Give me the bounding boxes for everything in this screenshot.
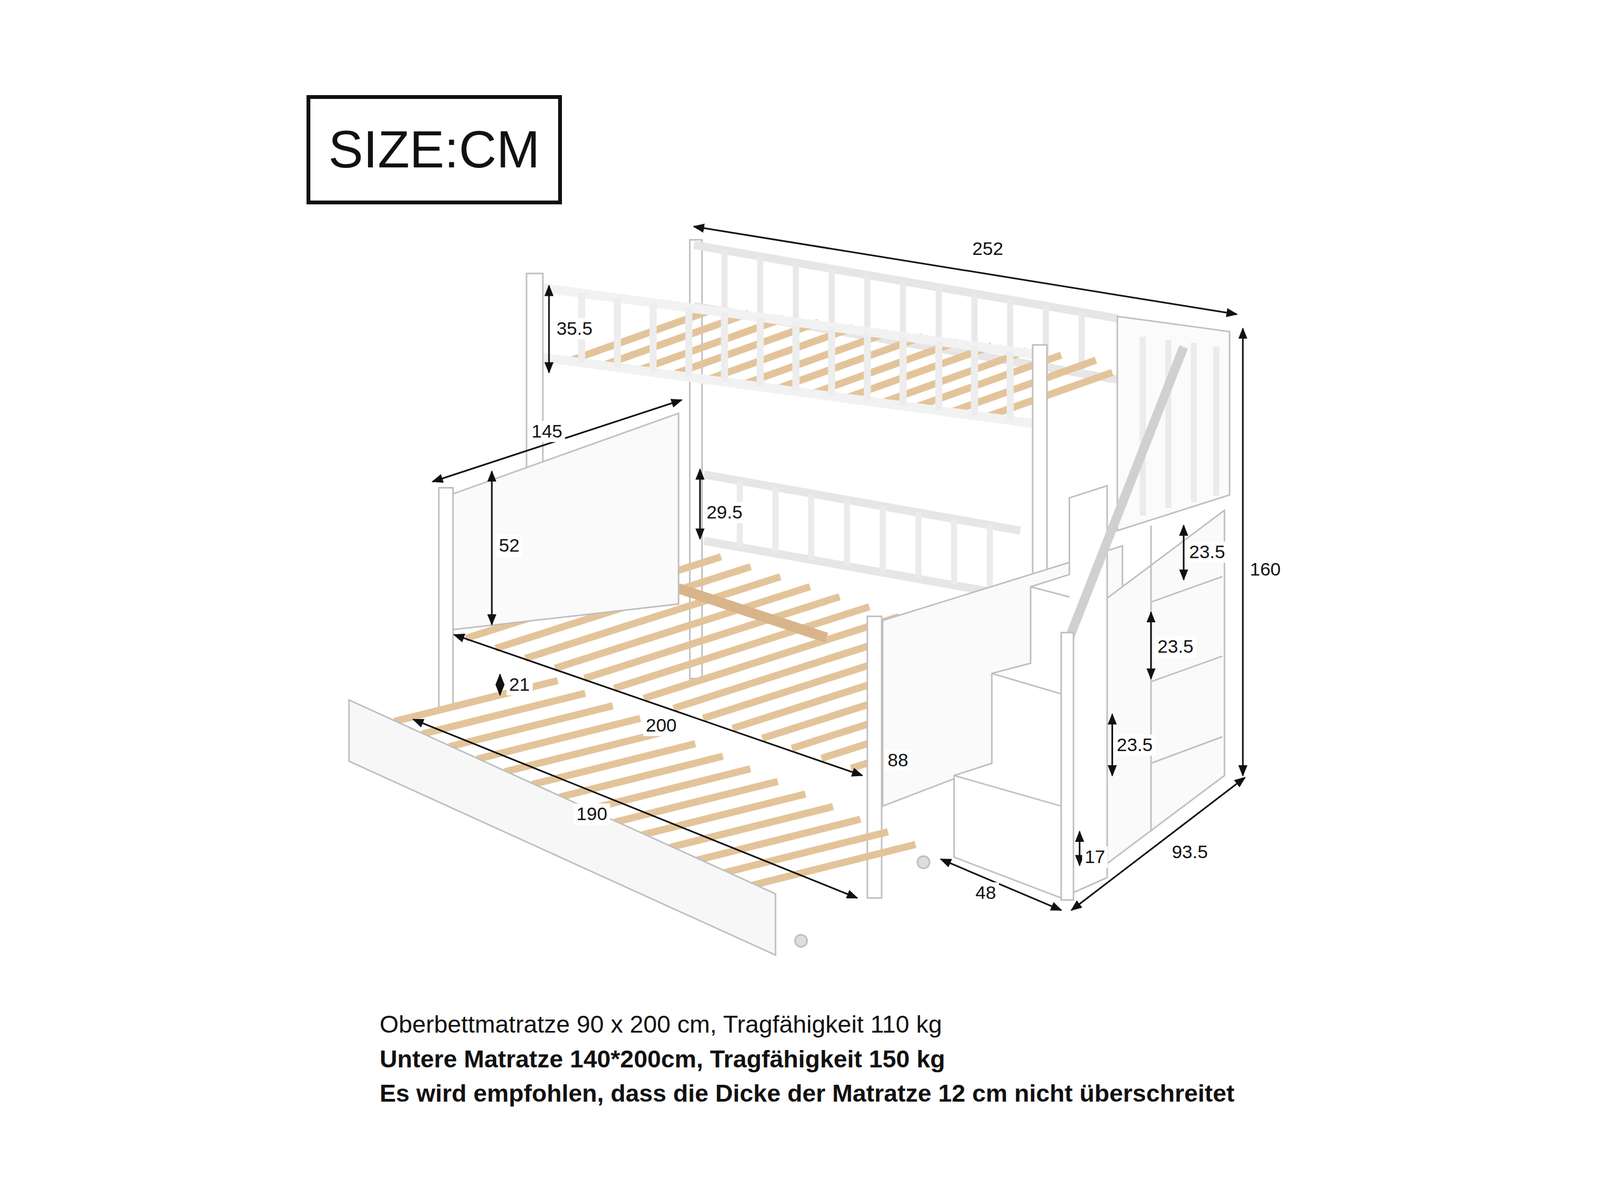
dimension-label: 160 xyxy=(1247,558,1284,580)
dimension-label: 93.5 xyxy=(1169,841,1211,863)
staircase xyxy=(954,316,1230,900)
unit-text: SIZE:CM xyxy=(328,119,540,180)
dimension-label: 88 xyxy=(884,749,911,771)
dimension-label: 190 xyxy=(573,803,611,825)
dimension-label: 23.5 xyxy=(1114,734,1156,756)
dimension-label: 145 xyxy=(528,421,566,443)
dimension-label: 52 xyxy=(496,535,523,557)
note-text: Untere Matratze 140*200cm, Tragfähigkeit… xyxy=(379,1045,945,1074)
dimension-label: 252 xyxy=(969,238,1006,260)
note-text: Oberbettmatratze 90 x 200 cm, Tragfähigk… xyxy=(379,1010,942,1039)
trundle xyxy=(348,680,930,955)
dimension-label: 23.5 xyxy=(1154,636,1197,658)
dimension-label: 21 xyxy=(506,673,533,696)
note-text: Es wird empfohlen, dass die Dicke der Ma… xyxy=(379,1079,1235,1108)
dimension-lines xyxy=(413,226,1245,911)
dimension-label: 200 xyxy=(642,714,680,736)
dimension-label: 23.5 xyxy=(1186,541,1228,563)
unit-box: SIZE:CM xyxy=(306,95,562,205)
dimension-label: 17 xyxy=(1082,846,1109,868)
dimension-label: 29.5 xyxy=(703,501,746,523)
dimension-label: 35.5 xyxy=(553,317,596,340)
dimension-label: 48 xyxy=(972,882,999,904)
